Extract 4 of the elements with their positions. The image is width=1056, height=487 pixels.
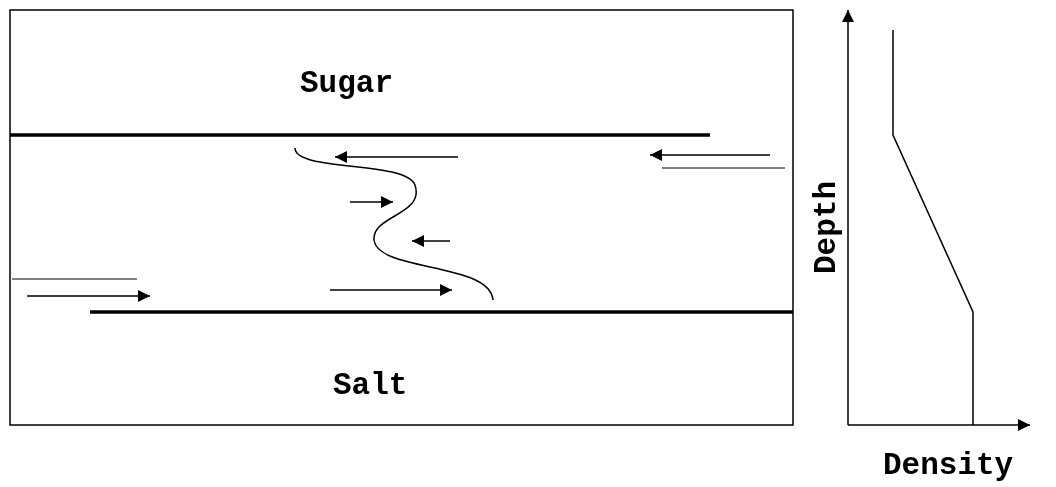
region-label: Sugar bbox=[300, 68, 393, 99]
axis-label: Density bbox=[883, 450, 1014, 481]
region-label: Salt bbox=[333, 370, 408, 401]
axis-label: Depth bbox=[811, 181, 842, 274]
